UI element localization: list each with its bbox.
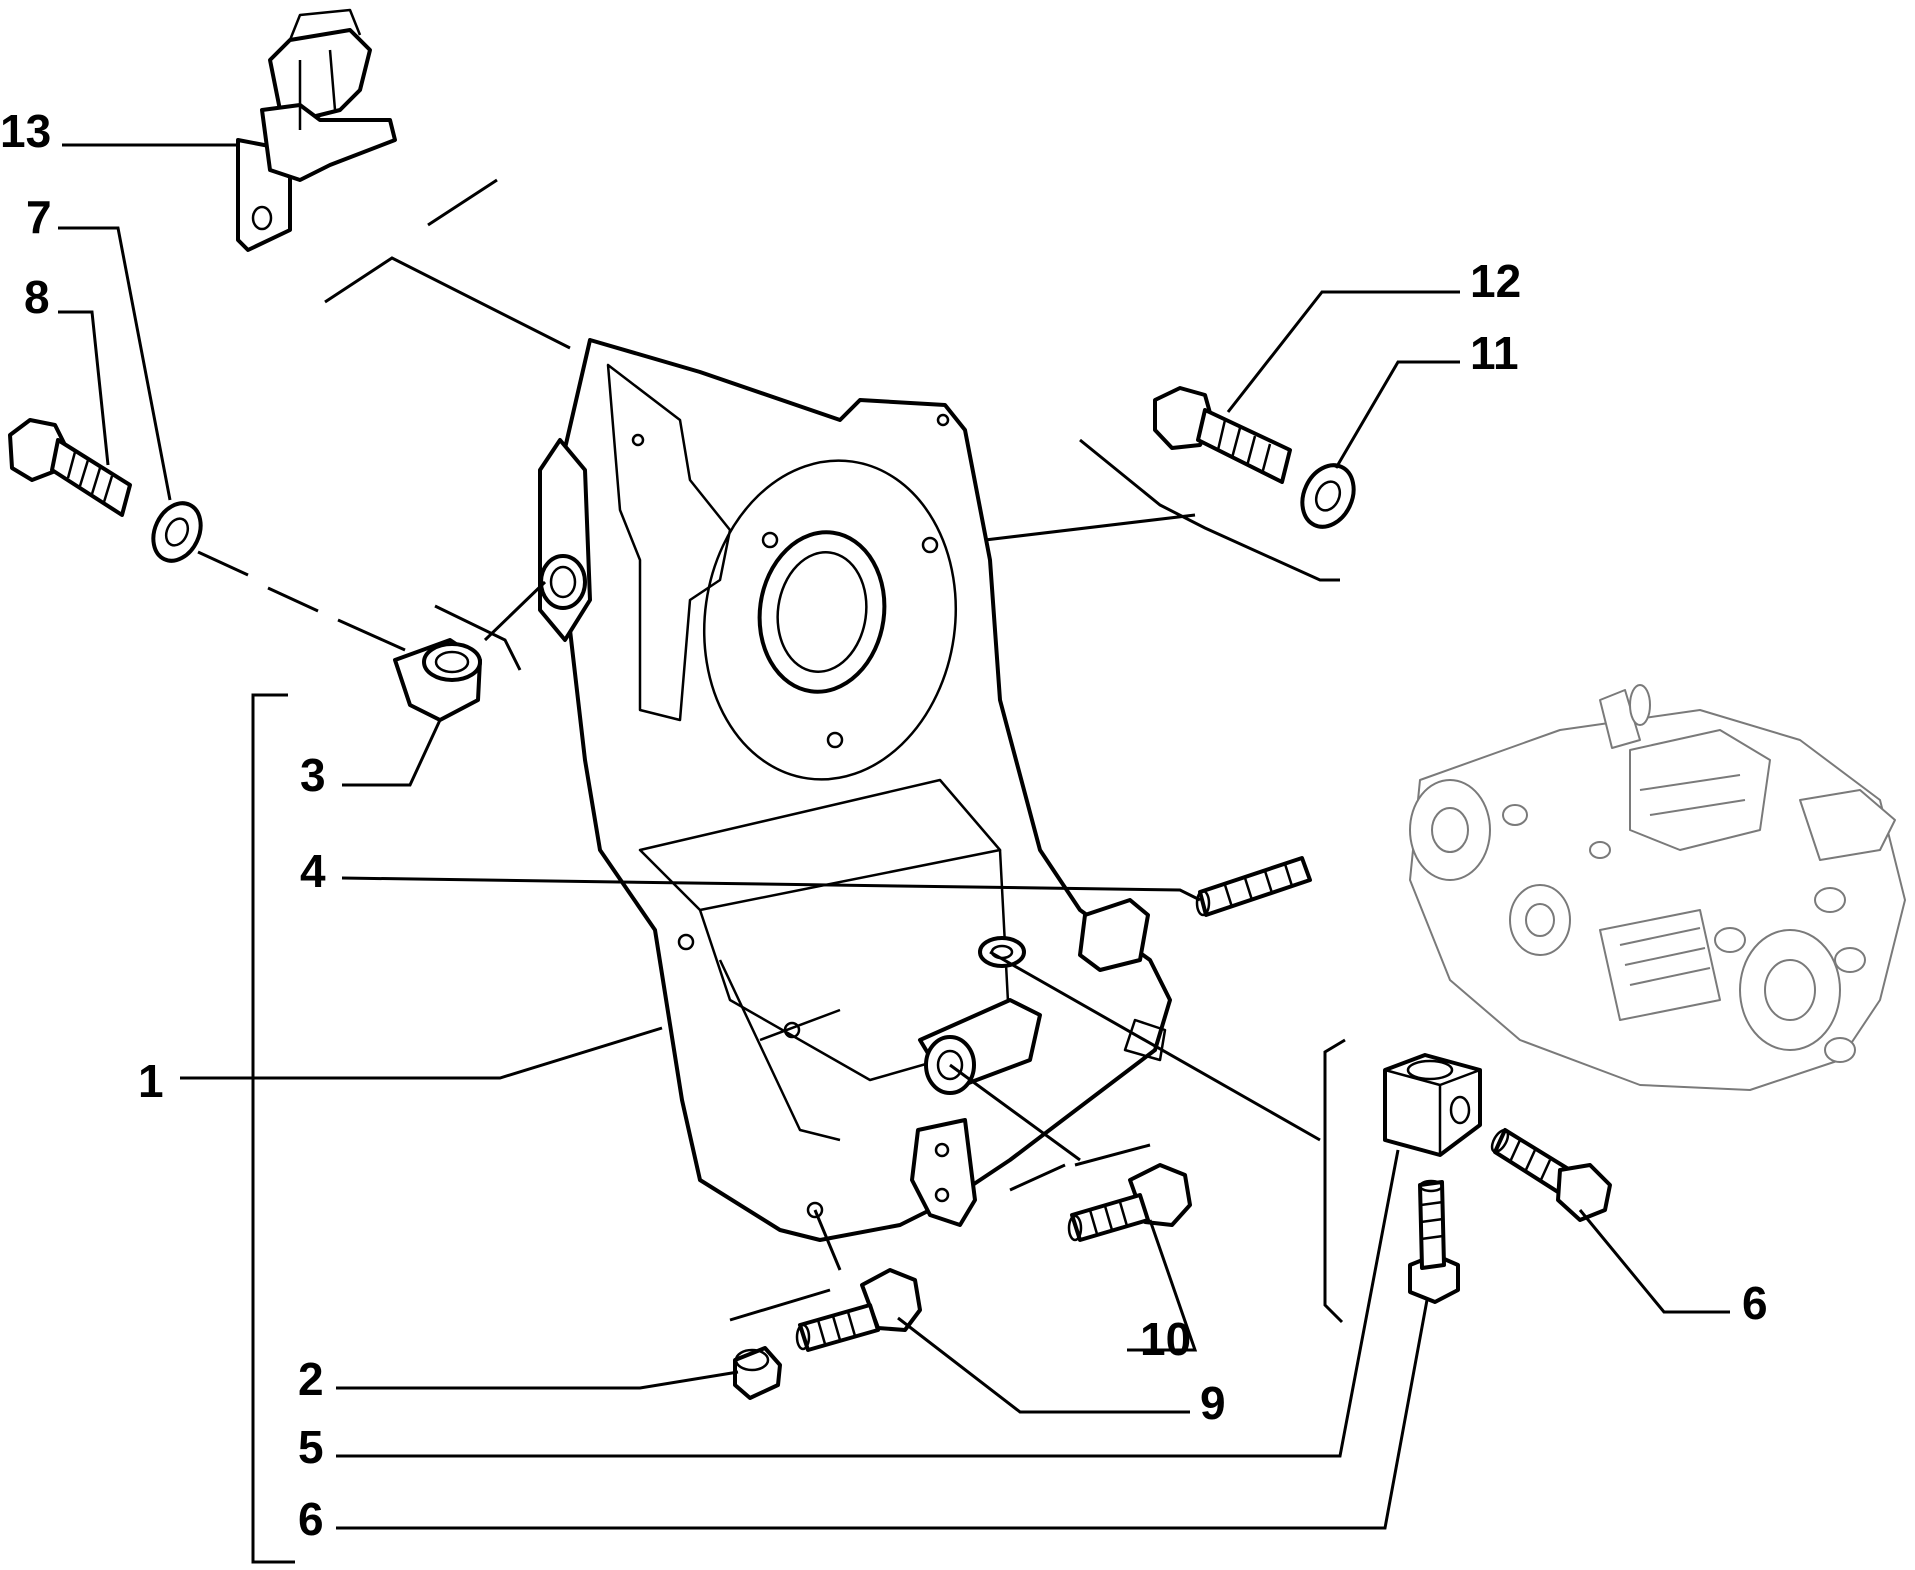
callout-5: 5 bbox=[298, 1421, 324, 1473]
part-3-bushing bbox=[393, 638, 482, 722]
callout-10: 10 bbox=[1140, 1313, 1192, 1365]
part-11-washer bbox=[1300, 463, 1356, 529]
leader-lines bbox=[58, 143, 1730, 1564]
part-6-bolt-vertical bbox=[1408, 1179, 1460, 1304]
part-8-bolt bbox=[8, 418, 132, 517]
callout-6-bottom: 6 bbox=[298, 1493, 324, 1545]
callout-11: 11 bbox=[1470, 327, 1519, 379]
callout-3: 3 bbox=[300, 749, 326, 801]
callout-12: 12 bbox=[1470, 255, 1522, 307]
part-5-block bbox=[1383, 1053, 1482, 1157]
part-13-bracket bbox=[236, 8, 397, 252]
callout-13: 13 bbox=[0, 105, 52, 157]
part-7-washer bbox=[151, 501, 203, 563]
callout-9: 9 bbox=[1200, 1377, 1226, 1429]
part-2-bushing bbox=[733, 1346, 782, 1400]
callout-6-right: 6 bbox=[1742, 1277, 1768, 1329]
callout-4: 4 bbox=[300, 845, 326, 897]
part-12-bolt bbox=[1153, 386, 1292, 484]
part-4-stud bbox=[1195, 856, 1312, 917]
callout-7: 7 bbox=[26, 191, 52, 243]
callout-2: 2 bbox=[298, 1353, 324, 1405]
part-9-bolt bbox=[795, 1268, 922, 1352]
part-1-housing bbox=[538, 338, 1172, 1242]
part-6-bolt-diagonal bbox=[1490, 1128, 1612, 1222]
part-10-bolt bbox=[1067, 1163, 1192, 1242]
injection-pump-reference bbox=[1409, 684, 1906, 1091]
callout-8: 8 bbox=[24, 271, 50, 323]
callout-1: 1 bbox=[138, 1055, 164, 1107]
